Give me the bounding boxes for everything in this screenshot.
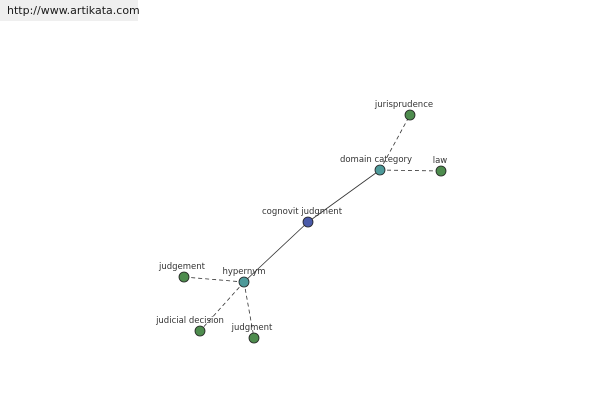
edge-domain-category-to-law	[379, 169, 442, 172]
node-hypernym[interactable]	[238, 276, 250, 288]
label-domain-category[interactable]: domain category	[340, 155, 412, 165]
node-cognovit-judgment[interactable]	[302, 216, 314, 228]
label-judgment[interactable]: judgment	[231, 323, 273, 333]
edge-cognovit-judgment-to-hypernym	[243, 221, 309, 283]
node-judicial-decision[interactable]	[194, 325, 206, 337]
label-cognovit-judgment[interactable]: cognovit judgment	[262, 207, 343, 217]
node-judgment[interactable]	[248, 332, 260, 344]
graph-labels: cognovit judgment domain category hypernym…	[155, 100, 447, 333]
label-hypernym[interactable]: hypernym	[222, 267, 265, 277]
graph-edges	[183, 114, 442, 339]
label-judgement[interactable]: judgement	[158, 262, 206, 272]
label-jurisprudence[interactable]: jurisprudence	[374, 100, 433, 110]
node-jurisprudence[interactable]	[404, 109, 416, 121]
node-domain-category[interactable]	[374, 164, 386, 176]
label-law[interactable]: law	[433, 156, 448, 166]
node-judgement[interactable]	[178, 271, 190, 283]
edge-hypernym-to-judgement	[183, 276, 245, 283]
edge-hypernym-to-judgment	[243, 281, 255, 339]
site-url[interactable]: http://www.artikata.com	[0, 0, 140, 21]
edge-domain-category-to-jurisprudence	[379, 114, 411, 171]
edge-hypernym-to-judicial-decision	[199, 281, 245, 332]
graph-nodes	[178, 109, 447, 344]
node-law[interactable]	[435, 165, 447, 177]
label-judicial-decision[interactable]: judicial decision	[155, 316, 224, 326]
edge-cognovit-judgment-to-domain-category	[307, 169, 381, 223]
